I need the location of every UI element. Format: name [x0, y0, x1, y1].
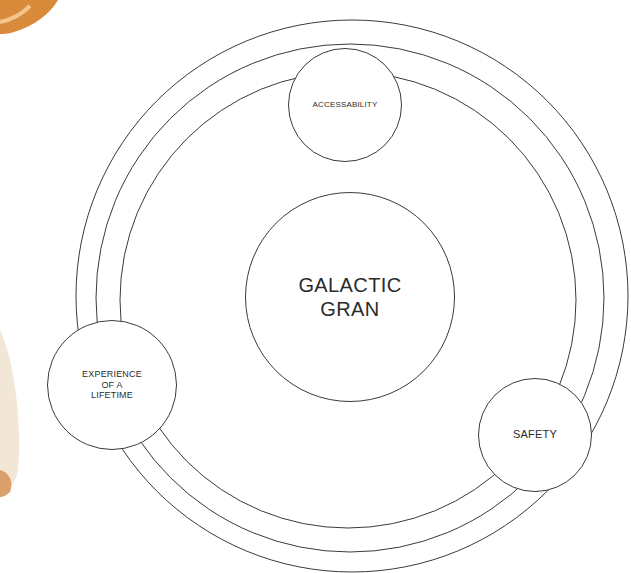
- text-stack: SAFETY: [513, 428, 557, 441]
- outer-ring: [76, 20, 628, 572]
- value-label: SAFETY: [513, 428, 557, 441]
- circle-shape: [246, 193, 455, 402]
- text-stack: GALACTIC GRAN: [285, 273, 415, 321]
- circle-content: SAFETY: [478, 378, 592, 492]
- value-label: EXPERIENCE OF A LIFETIME: [80, 369, 144, 401]
- photo-fragment: [0, 6, 30, 22]
- circle-content: ACCESSABILITY: [288, 48, 402, 162]
- circle-shape: [479, 379, 592, 492]
- value-label: ACCESSABILITY: [313, 100, 378, 110]
- circle-outline: [245, 192, 455, 402]
- photo-fragment: [0, 330, 19, 498]
- text-stack: EXPERIENCE OF A LIFETIME: [80, 369, 144, 401]
- circle-shape: [48, 321, 177, 450]
- core-label: GALACTIC GRAN: [285, 273, 415, 321]
- value-circle: SAFETY: [478, 378, 592, 492]
- value-circle: EXPERIENCE OF A LIFETIME: [47, 320, 177, 450]
- circle-shape: [289, 49, 402, 162]
- photo-fragment: [0, 0, 58, 34]
- core-circle: GALACTIC GRAN: [245, 192, 455, 402]
- text-stack: ACCESSABILITY: [313, 100, 378, 110]
- value-circle: ACCESSABILITY: [288, 48, 402, 162]
- circle-content: EXPERIENCE OF A LIFETIME: [47, 320, 177, 450]
- photo-fragment: [0, 470, 11, 497]
- middle-ring: [96, 44, 604, 552]
- circle-content: GALACTIC GRAN: [245, 192, 455, 402]
